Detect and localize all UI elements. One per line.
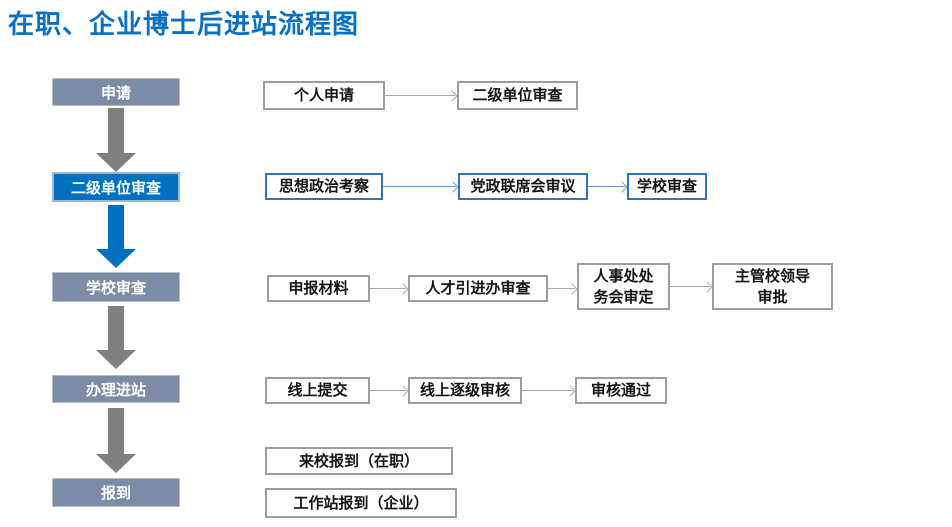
step-box: 学校审查 (627, 173, 707, 200)
arrow-head (96, 454, 136, 473)
arrow-shaft (108, 108, 124, 153)
step-box: 人事处处 务会审定 (577, 263, 670, 310)
page-title: 在职、企业博士后进站流程图 (8, 9, 360, 39)
down-arrow-icon (96, 306, 136, 369)
stage-box-school-review: 学校审查 (52, 272, 180, 302)
flow-arrow-icon (522, 390, 573, 391)
step-box: 个人申请 (263, 81, 385, 110)
down-arrow-icon (96, 408, 136, 473)
step-box: 来校报到（在职） (265, 447, 453, 475)
stage-label: 申请 (100, 84, 131, 102)
arrow-head (96, 153, 136, 172)
stage-box-entry: 办理进站 (52, 375, 180, 403)
down-arrow-icon (96, 108, 136, 172)
step-box: 线上逐级审核 (408, 377, 522, 404)
arrow-head (96, 350, 136, 369)
arrow-shaft (108, 408, 124, 454)
arrow-shaft (108, 306, 124, 350)
flow-arrow-icon (370, 288, 406, 289)
flow-arrow-icon (383, 186, 456, 187)
step-box: 线上提交 (265, 377, 370, 404)
flow-arrow-icon (670, 286, 710, 287)
flow-arrow-icon (370, 390, 406, 391)
step-box: 审核通过 (575, 377, 667, 404)
stage-box-apply: 申请 (52, 78, 180, 106)
arrow-head (96, 249, 136, 268)
step-box: 主管校领导 审批 (712, 263, 833, 310)
stage-box-report: 报到 (52, 478, 180, 507)
step-box: 工作站报到（企业） (265, 488, 457, 518)
step-box: 二级单位审查 (457, 81, 578, 110)
stage-box-unit-review: 二级单位审查 (52, 172, 180, 202)
step-box: 人才引进办审查 (408, 275, 548, 302)
stage-label: 办理进站 (85, 381, 146, 399)
flow-arrow-icon (588, 186, 625, 187)
arrow-shaft (108, 205, 124, 249)
flow-arrow-icon (385, 95, 455, 96)
flow-arrow-icon (548, 288, 575, 289)
stage-label: 学校审查 (85, 279, 146, 297)
stage-label: 二级单位审查 (70, 179, 161, 197)
step-box: 党政联席会审议 (458, 173, 588, 200)
step-box: 申报材料 (267, 275, 370, 302)
step-box: 思想政治考察 (265, 173, 383, 200)
stage-label: 报到 (100, 485, 131, 502)
down-arrow-icon (96, 205, 136, 268)
